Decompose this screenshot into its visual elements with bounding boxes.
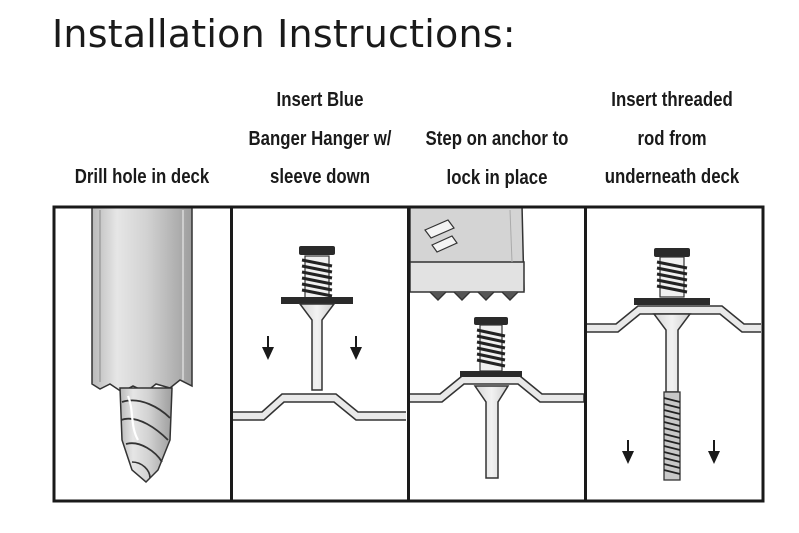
- step-3-panel: [410, 208, 584, 479]
- drill-chuck-shank: [91, 208, 193, 393]
- step-4-caption: Insert threaded rod from underneath deck: [599, 81, 745, 197]
- anchor-spring-icon: [634, 248, 710, 305]
- anchor-sleeve: [298, 303, 336, 391]
- step-4-caption-line-3: underneath deck: [604, 165, 740, 188]
- deck-profile: [233, 393, 406, 421]
- down-arrow-icon: [262, 336, 274, 360]
- step-4-caption-line-2: rod from: [637, 126, 707, 150]
- step-4-caption-line-1: Insert threaded: [611, 88, 733, 111]
- anchor-spring-icon: [281, 246, 353, 304]
- step-1-caption-line-1: Drill hole in deck: [74, 165, 210, 188]
- page-title: Installation Instructions:: [52, 12, 516, 56]
- panel-frames: [52, 205, 765, 503]
- drill-bit-icon: [119, 387, 173, 484]
- down-arrow-icon: [708, 440, 720, 464]
- deck-profile: [587, 305, 761, 333]
- anchor-sleeve: [652, 313, 692, 393]
- step-3-caption: Step on anchor to lock in place: [424, 120, 570, 197]
- anchor-sleeve: [473, 385, 510, 479]
- step-2-caption: Insert Blue Banger Hanger w/ sleeve down: [247, 81, 393, 197]
- threaded-rod-icon: [663, 391, 681, 481]
- anchor-spring-icon: [460, 317, 522, 377]
- step-2-panel: [233, 246, 406, 421]
- step-3-caption-line-1: Step on anchor to: [425, 127, 569, 150]
- step-2-caption-line-3: sleeve down: [270, 165, 370, 188]
- step-1-caption: Drill hole in deck: [69, 158, 215, 197]
- step-4-panel: [587, 248, 761, 481]
- down-arrow-icon: [350, 336, 362, 360]
- boot-icon: [410, 208, 525, 301]
- step-2-caption-line-1: Insert Blue: [276, 88, 364, 111]
- step-3-caption-line-2: lock in place: [446, 165, 548, 189]
- step-1-panel: [91, 208, 193, 484]
- step-2-caption-line-2: Banger Hanger w/: [248, 126, 392, 150]
- down-arrow-icon: [622, 440, 634, 464]
